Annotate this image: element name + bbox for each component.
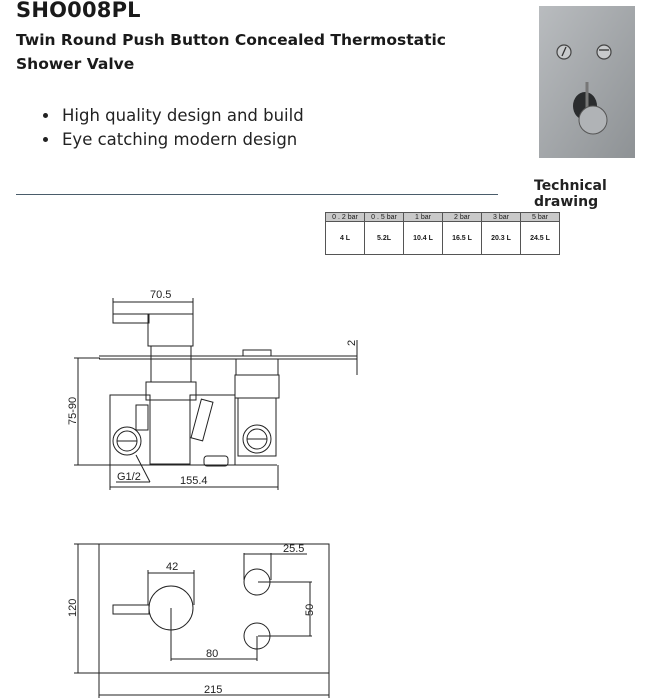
dim-button-spacing: 50 — [304, 604, 316, 616]
product-title: Twin Round Push Button Concealed Thermos… — [16, 31, 446, 73]
feature-list: High quality design and build Eye catchi… — [16, 104, 304, 152]
dim-centres: 80 — [206, 648, 218, 660]
flow-cell: 16.5 L — [442, 221, 482, 255]
product-code: SHO008PL — [16, 0, 141, 22]
dim-handle-diameter: 42 — [166, 561, 178, 573]
feature-item: High quality design and build — [60, 104, 304, 128]
side-view-drawing: 70.5 2 75-90 G1/2 1 — [67, 289, 358, 490]
flow-cell: 20.3 L — [481, 221, 521, 255]
thread-size: G1/2 — [117, 471, 141, 483]
front-view-drawing: 42 25.5 50 80 120 215 — [67, 543, 330, 698]
flow-rate-table: 0 . 2 bar 0 . 5 bar 1 bar 2 bar 3 bar 5 … — [325, 212, 560, 255]
dim-plate-thickness: 2 — [346, 340, 358, 346]
dim-body-width: 155.4 — [180, 475, 208, 487]
flow-cell: 4 L — [325, 221, 365, 255]
flow-cell: 24.5 L — [520, 221, 560, 255]
feature-item: Eye catching modern design — [60, 128, 304, 152]
dim-button-diameter: 25.5 — [283, 543, 304, 555]
dim-plate-width: 215 — [204, 684, 222, 696]
product-photo — [539, 6, 635, 158]
dim-depth: 75-90 — [67, 397, 79, 425]
section-heading: Technical drawing — [534, 178, 607, 210]
dim-handle-length: 70.5 — [150, 289, 171, 301]
section-divider — [16, 194, 498, 195]
dim-plate-height: 120 — [67, 599, 79, 617]
flow-cell: 10.4 L — [403, 221, 443, 255]
flow-cell: 5.2L — [364, 221, 404, 255]
